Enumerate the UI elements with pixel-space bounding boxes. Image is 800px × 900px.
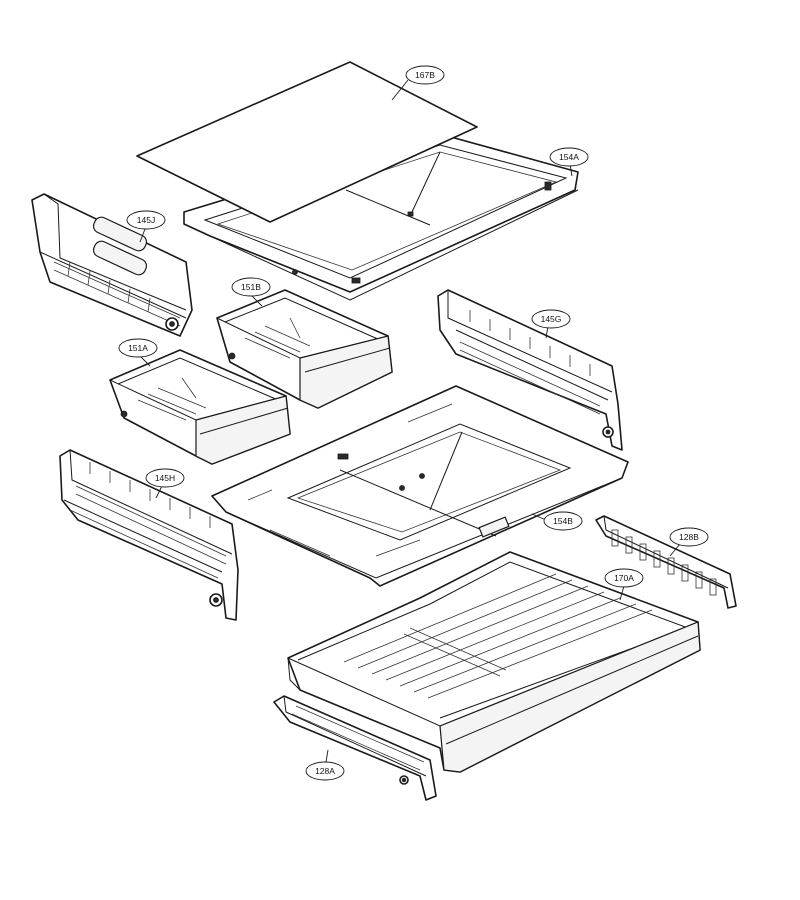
callout-170a: 170A — [604, 568, 644, 601]
callout-154a: 154A — [549, 147, 589, 177]
callout-145j: 145J — [126, 210, 166, 243]
callout-label-145h: 145H — [155, 473, 175, 483]
callout-128b: 128B — [669, 527, 709, 557]
part-128b-rail — [595, 515, 737, 609]
callout-label-154a: 154A — [559, 152, 579, 162]
callout-167b: 167B — [391, 65, 445, 101]
callout-label-128a: 128A — [315, 766, 335, 776]
callout-label-170a: 170A — [614, 573, 634, 583]
callout-151a: 151A — [118, 338, 158, 367]
callout-128a: 128A — [305, 749, 345, 781]
part-151b-drawer — [216, 289, 393, 409]
callout-145h: 145H — [145, 468, 185, 499]
callout-label-128b: 128B — [679, 532, 699, 542]
part-170a-large-drawer — [287, 551, 701, 773]
part-151a-drawer — [109, 349, 291, 465]
part-154b-shelf-plate — [211, 385, 629, 587]
callout-label-167b: 167B — [415, 70, 435, 80]
part-145h-rail — [59, 449, 239, 621]
callout-label-145j: 145J — [137, 215, 155, 225]
callout-151b: 151B — [231, 277, 271, 307]
part-167b-glass-panel — [136, 61, 478, 223]
callout-label-151a: 151A — [128, 343, 148, 353]
callout-label-151b: 151B — [241, 282, 261, 292]
callout-label-154b: 154B — [553, 516, 573, 526]
callout-145g: 145G — [531, 309, 571, 339]
callout-label-145g: 145G — [541, 314, 562, 324]
callout-154b: 154B — [531, 511, 583, 531]
part-145j-rail — [31, 193, 193, 337]
part-128a-rail — [273, 695, 437, 801]
part-145g-rail — [437, 289, 623, 451]
